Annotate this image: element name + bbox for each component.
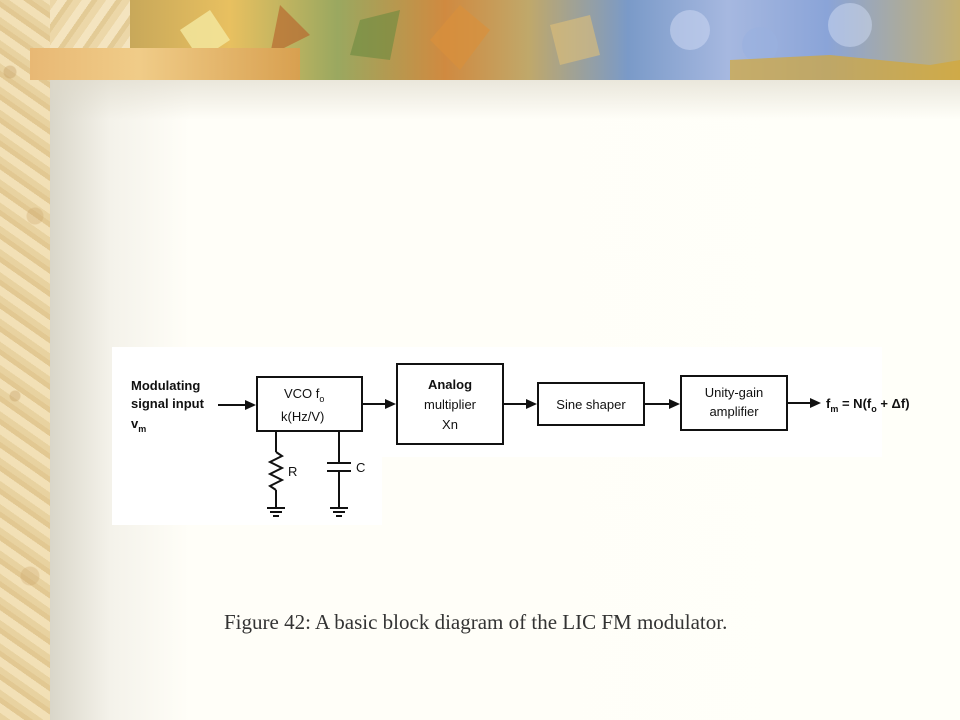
resistor-symbol <box>267 451 285 491</box>
multiplier-label-line3: Xn <box>442 417 458 432</box>
input-label-line1: Modulating <box>131 378 200 393</box>
input-symbol: vm <box>131 416 146 434</box>
parchment-border-left <box>0 0 50 720</box>
vco-label-line2: k(Hz/V) <box>281 409 324 424</box>
multiplier-label-line1: Analog <box>428 377 472 392</box>
output-arrowhead <box>810 398 821 408</box>
resistor-label: R <box>288 464 297 479</box>
figure-caption: Figure 42: A basic block diagram of the … <box>224 610 728 634</box>
vco-to-multiplier-arrowhead <box>385 399 396 409</box>
input-label-line2: signal input <box>131 396 205 411</box>
amplifier-label-line2: amplifier <box>709 404 759 419</box>
input-arrowhead <box>245 400 256 410</box>
output-equation: fm = N(fo + Δf) <box>826 396 910 414</box>
banner-shadow <box>50 80 960 120</box>
sine-to-amp-arrowhead <box>669 399 680 409</box>
vco-label-line1: VCO fo <box>284 386 324 404</box>
multiplier-to-sine-arrowhead <box>526 399 537 409</box>
capacitor-ground-icon <box>330 507 348 517</box>
sine-shaper-label: Sine shaper <box>556 397 626 412</box>
banner-leaves <box>180 3 960 80</box>
banner-accent-strip <box>30 48 300 80</box>
amplifier-label-line1: Unity-gain <box>705 385 764 400</box>
multiplier-label-line2: multiplier <box>424 397 477 412</box>
capacitor-label: C <box>356 460 365 475</box>
resistor-ground-icon <box>267 507 285 517</box>
